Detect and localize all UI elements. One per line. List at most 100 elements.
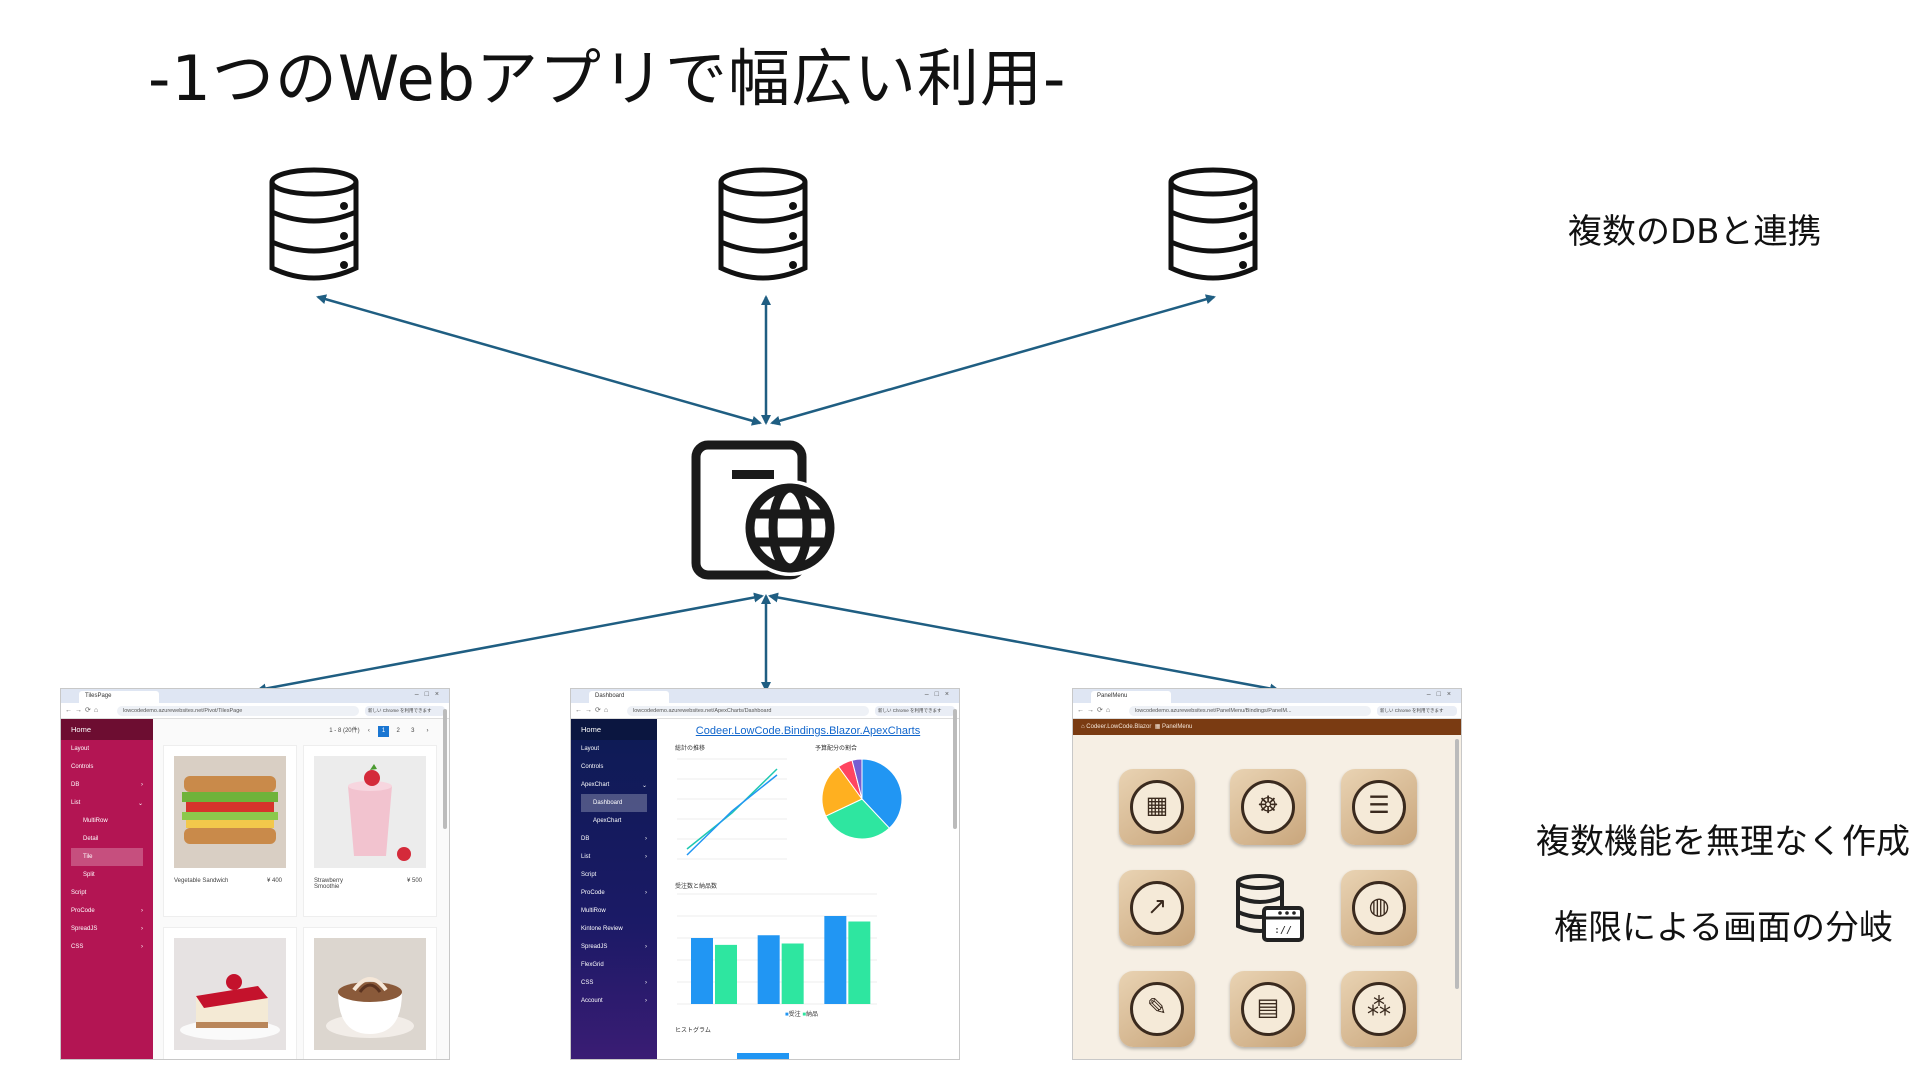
chevron-right-icon: › (141, 926, 143, 932)
sidebar-item-apexchart[interactable]: ApexChart⌄ (581, 782, 647, 789)
web-app-globe-icon (691, 440, 838, 580)
database-icon (718, 167, 808, 281)
tile-card[interactable]: Vegetable Sandwich ¥ 400 (163, 745, 297, 917)
line-series (686, 774, 778, 856)
browser-tab[interactable]: Dashboard (589, 691, 669, 703)
sidebar-item-home[interactable]: Home (571, 719, 657, 740)
screenshot-tile-page: TilesPage –□× ←→⟳⌂ lowcodedemo.azurewebs… (60, 688, 450, 1060)
tile-card[interactable] (163, 927, 297, 1059)
chrome-update-notice[interactable]: 新しい Chrome を利用できます (1377, 706, 1457, 716)
scrollbar[interactable] (1455, 739, 1459, 989)
nav-buttons[interactable]: ←→⟳⌂ (1077, 707, 1114, 714)
sidebar-item-db[interactable]: DB› (71, 782, 143, 788)
sidebar-item-kintone[interactable]: Kintone Review (581, 926, 623, 932)
tile-card[interactable] (303, 927, 437, 1059)
checklist-icon[interactable]: ☰ (1341, 769, 1417, 845)
workflow-icon[interactable]: ⁂ (1341, 971, 1417, 1047)
cheesecake-photo (174, 938, 286, 1050)
window-controls[interactable]: –□× (414, 691, 445, 698)
sidebar-item-split[interactable]: Split (83, 872, 95, 878)
sidebar-item-script[interactable]: Script (581, 872, 597, 878)
browser-tab[interactable]: TilesPage (79, 691, 159, 703)
bar (781, 943, 804, 1004)
nav-buttons[interactable]: ←→⟳⌂ (65, 707, 102, 714)
legend-series-2: 納品 (805, 1012, 818, 1018)
sidebar-item-css[interactable]: CSS› (71, 944, 143, 950)
bar (757, 935, 780, 1004)
sidebar-item-tile[interactable]: Tile (71, 848, 143, 866)
database-web-icon[interactable]: :// (1230, 870, 1306, 946)
chevron-right-icon: › (141, 944, 143, 950)
chart-icon[interactable]: ↗ (1119, 870, 1195, 946)
line-series (686, 768, 778, 850)
chevron-right-icon: › (645, 998, 647, 1004)
arrow-db1-app (316, 294, 762, 426)
chart-heading-link[interactable]: Codeer.LowCode.Bindings.Blazor.ApexChart… (695, 725, 921, 737)
sidebar-item-detail[interactable]: Detail (83, 836, 99, 842)
bar-chart-title: 受注数と納品数 (675, 884, 718, 890)
sidebar-item-db[interactable]: DB› (581, 836, 647, 842)
pager-page-1[interactable]: 1 (377, 726, 389, 737)
address-bar[interactable]: lowcodedemo.azurewebsites.net/PanelMenu/… (1129, 706, 1371, 716)
document-icon[interactable]: ▤ (1230, 971, 1306, 1047)
nav-buttons[interactable]: ←→⟳⌂ (575, 707, 612, 714)
svg-text:://: :// (1274, 925, 1292, 936)
address-bar[interactable]: lowcodedemo.azurewebsites.net/ApexCharts… (627, 706, 869, 716)
tile-card[interactable]: Strawberry Smoothie ¥ 500 (303, 745, 437, 917)
home-icon[interactable]: ⌂ (1081, 724, 1085, 730)
sidebar-item-procode[interactable]: ProCode› (581, 890, 647, 896)
sidebar-item-controls[interactable]: Controls (581, 764, 604, 770)
sidebar-item-home[interactable]: Home (61, 719, 153, 740)
sidebar-item-layout[interactable]: Layout (71, 746, 90, 752)
sidebar-item-list[interactable]: List› (581, 854, 647, 860)
world-map-icon[interactable]: ◍ (1341, 870, 1417, 946)
sidebar-item-multirow[interactable]: MultiRow (581, 908, 606, 914)
database-icon (269, 167, 359, 281)
tools-icon[interactable]: ✎ (1119, 971, 1195, 1047)
panel-menu-grid: ▦ ☸ ☰ ↗ :// ◍ ✎ (1073, 735, 1461, 1059)
sidebar-item-spreadjs[interactable]: SpreadJS› (71, 926, 143, 932)
window-controls[interactable]: –□× (1426, 691, 1457, 698)
sidebar-item-layout[interactable]: Layout (581, 746, 600, 752)
sandwich-photo (174, 756, 286, 868)
pager-page-2[interactable]: 2 (396, 728, 400, 734)
window-controls[interactable]: –□× (924, 691, 955, 698)
sidebar-item-list[interactable]: List⌄ (71, 800, 143, 807)
page-icon: ▦ (1154, 724, 1161, 730)
smoothie-photo (314, 756, 426, 868)
scrollbar[interactable] (953, 709, 957, 829)
pager-page-3[interactable]: 3 (411, 728, 415, 734)
browser-tab[interactable]: PanelMenu (1091, 691, 1171, 703)
sidebar-item-account[interactable]: Account› (581, 998, 647, 1004)
pager-next[interactable]: › (426, 728, 429, 734)
permission-branch-label: 権限による画面の分岐 (1554, 908, 1893, 948)
tile-name: Vegetable Sandwich (174, 878, 229, 884)
chevron-right-icon: › (645, 890, 647, 896)
arrow-db3-app (770, 294, 1216, 426)
pager-prev[interactable]: ‹ (367, 728, 370, 734)
chrome-update-notice[interactable]: 新しい Chrome を利用できます (365, 706, 445, 716)
sidebar-item-css[interactable]: CSS› (581, 980, 647, 986)
sidebar-item-flexgrid[interactable]: FlexGrid (581, 962, 604, 968)
multi-feature-label: 複数機能を無理なく作成 (1536, 822, 1910, 862)
sidebar-item-spreadjs[interactable]: SpreadJS› (581, 944, 647, 950)
sidebar-item-script[interactable]: Script (71, 890, 87, 896)
address-bar[interactable]: lowcodedemo.azurewebsites.net/Pivot/Tile… (117, 706, 359, 716)
scrollbar[interactable] (443, 709, 447, 829)
bar (715, 944, 737, 1004)
latte-photo (314, 938, 426, 1050)
tile-name: Strawberry Smoothie (314, 878, 344, 890)
sidebar-item-apexchart-sub[interactable]: ApexChart (593, 818, 622, 824)
breadcrumb-root[interactable]: Codeer.LowCode.Blazor (1086, 724, 1152, 730)
pie-slice (851, 758, 863, 800)
sidebar-item-dashboard[interactable]: Dashboard (581, 794, 647, 812)
arrow-app-screen1 (256, 592, 764, 694)
histogram-bar (737, 1053, 789, 1059)
calendar-icon[interactable]: ▦ (1119, 769, 1195, 845)
chrome-update-notice[interactable]: 新しい Chrome を利用できます (875, 706, 955, 716)
sidebar-item-multirow[interactable]: MultiRow (83, 818, 108, 824)
sidebar-item-controls[interactable]: Controls (71, 764, 94, 770)
breadcrumb: ⌂ Codeer.LowCode.Blazor ▦ PanelMenu (1073, 719, 1461, 735)
sidebar-item-procode[interactable]: ProCode› (71, 908, 143, 914)
ai-brain-icon[interactable]: ☸ (1230, 769, 1306, 845)
